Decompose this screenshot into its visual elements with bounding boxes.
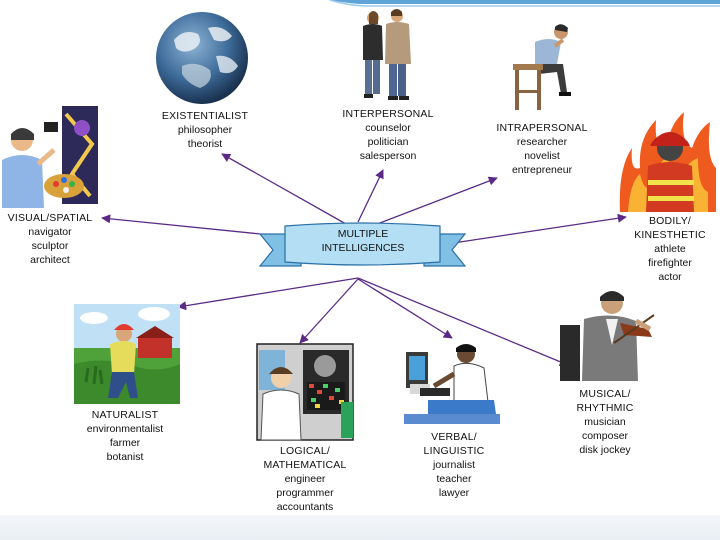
earth-icon: [152, 10, 252, 106]
center-title-line1: MULTIPLE: [337, 228, 389, 240]
node-naturalist: NATURALIST environmentalist farmer botan…: [70, 408, 180, 464]
arrow-interpersonal: [357, 169, 384, 223]
node-title: INTERPERSONAL: [342, 108, 434, 120]
node-item: programmer: [276, 487, 334, 499]
node-visual-spatial: VISUAL/SPATIAL navigator sculptor archit…: [0, 211, 100, 267]
arrow-musical: [357, 277, 569, 367]
computer-user-icon: [404, 340, 500, 426]
node-title: VERBAL/: [431, 431, 477, 443]
arrow-naturalist: [177, 277, 359, 311]
node-title: LINGUISTIC: [423, 445, 485, 457]
node-interpersonal: INTERPERSONAL counselor politician sales…: [333, 107, 443, 163]
node-intrapersonal: INTRAPERSONAL researcher novelist entrep…: [486, 121, 598, 177]
node-item: disk jockey: [579, 444, 631, 456]
node-title: INTRAPERSONAL: [496, 122, 588, 134]
farmer-icon: [74, 304, 180, 404]
node-item: researcher: [516, 136, 568, 148]
node-item: theorist: [187, 138, 223, 150]
arrow-verbal: [357, 278, 453, 339]
node-item: botanist: [106, 451, 144, 463]
node-item: salesperson: [359, 150, 417, 162]
node-item: athlete: [654, 243, 686, 255]
center-title-line2: INTELLIGENCES: [321, 242, 405, 254]
people-icon: [355, 6, 417, 102]
node-title: VISUAL/SPATIAL: [7, 212, 93, 224]
node-item: engineer: [284, 473, 326, 485]
node-item: architect: [30, 254, 70, 266]
node-title: MATHEMATICAL: [263, 459, 347, 471]
node-item: farmer: [109, 437, 141, 449]
node-title: BODILY/: [648, 215, 692, 227]
center-title: MULTIPLE INTELLIGENCES: [308, 227, 418, 255]
node-item: composer: [581, 430, 629, 442]
scientist-icon: [255, 342, 355, 442]
node-logical-mathematical: LOGICAL/ MATHEMATICAL engineer programme…: [250, 444, 360, 514]
node-item: politician: [367, 136, 409, 148]
arrow-logical: [299, 278, 359, 344]
node-title: KINESTHETIC: [634, 229, 706, 241]
node-item: environmentalist: [86, 423, 164, 435]
node-item: counselor: [365, 122, 411, 134]
node-item: philosopher: [177, 124, 233, 136]
node-item: musician: [584, 416, 626, 428]
node-item: teacher: [436, 473, 472, 485]
firefighter-icon: [618, 108, 718, 212]
node-title: NATURALIST: [91, 409, 159, 421]
arrow-intrapersonal: [371, 176, 498, 227]
node-item: sculptor: [31, 240, 69, 252]
node-item: novelist: [524, 150, 560, 162]
node-item: journalist: [432, 459, 476, 471]
node-verbal-linguistic: VERBAL/ LINGUISTIC journalist teacher la…: [406, 430, 502, 500]
center-banner: [258, 222, 467, 267]
node-item: accountants: [276, 501, 334, 513]
node-title: RHYTHMIC: [576, 402, 634, 414]
violinist-icon: [556, 285, 656, 385]
node-existentialist: EXISTENTIALIST philosopher theorist: [150, 109, 260, 151]
top-bar: [0, 0, 720, 7]
node-item: lawyer: [438, 487, 470, 499]
node-title: MUSICAL/: [579, 388, 631, 400]
painter-icon: [2, 104, 100, 208]
node-item: firefighter: [648, 257, 692, 269]
thinker-icon: [505, 18, 575, 114]
node-item: entrepreneur: [511, 164, 573, 176]
node-item: actor: [658, 271, 682, 283]
arrow-existentialist: [221, 153, 347, 225]
node-title: LOGICAL/: [279, 445, 331, 457]
node-title: EXISTENTIALIST: [161, 110, 249, 122]
node-musical-rhythmic: MUSICAL/ RHYTHMIC musician composer disk…: [555, 387, 655, 457]
node-bodily-kinesthetic: BODILY/ KINESTHETIC athlete firefighter …: [622, 214, 718, 284]
footer-strip: [0, 515, 720, 540]
node-item: navigator: [28, 226, 72, 238]
